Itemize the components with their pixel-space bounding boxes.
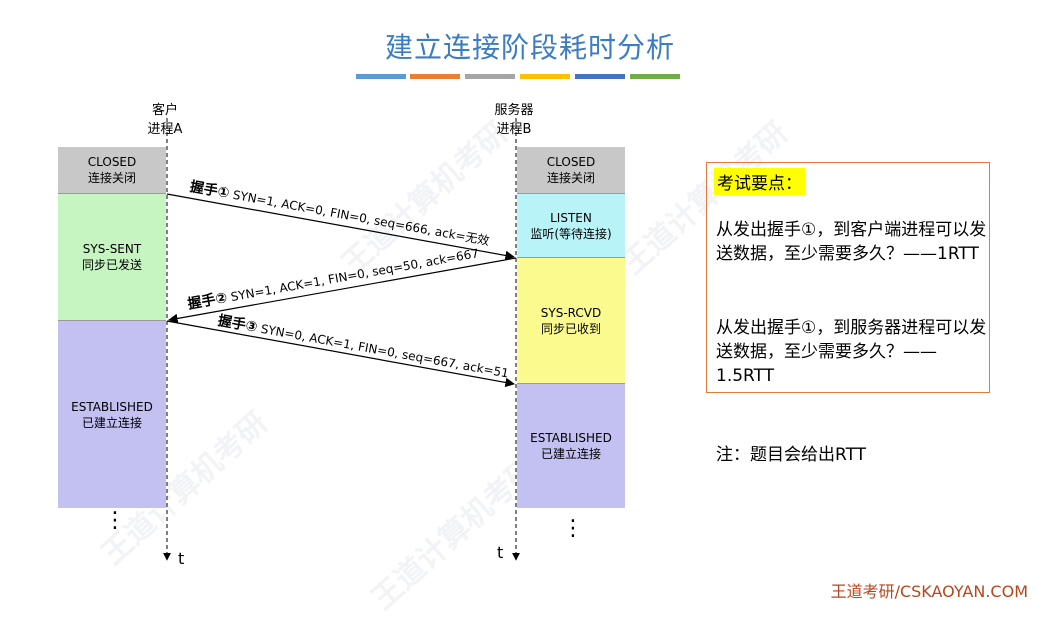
client-label: 客户 进程A bbox=[125, 101, 205, 139]
state-name: LISTEN bbox=[550, 210, 592, 225]
server-time-label: t bbox=[497, 543, 504, 562]
client-state-syn-sent: SYS-SENT 同步已发送 bbox=[58, 194, 166, 321]
state-desc: 已建立连接 bbox=[81, 415, 142, 430]
state-desc: 同步已收到 bbox=[540, 321, 601, 336]
state-name: CLOSED bbox=[546, 155, 596, 169]
color-bar-3 bbox=[465, 74, 515, 79]
server-label: 服务器 进程B bbox=[474, 101, 554, 139]
color-bar-6 bbox=[630, 74, 680, 79]
color-bar-4 bbox=[520, 74, 570, 79]
client-state-closed: CLOSED 连接关闭 bbox=[58, 147, 166, 194]
key-points-title: 考试要点： bbox=[714, 168, 805, 195]
server-state-established: ESTABLISHED 已建立连接 bbox=[517, 384, 625, 508]
color-bar-1 bbox=[356, 74, 406, 79]
server-state-listen: LISTEN 监听(等待连接) bbox=[517, 194, 625, 258]
state-desc: 连接关闭 bbox=[87, 171, 136, 185]
handshake-3-arrow bbox=[166, 320, 515, 388]
color-bar-2 bbox=[410, 74, 460, 79]
state-name: ESTABLISHED bbox=[530, 431, 612, 445]
state-name: SYS-SENT bbox=[82, 242, 142, 256]
client-ellipsis: ⋮ bbox=[104, 508, 126, 533]
state-name: SYS-RCVD bbox=[540, 305, 602, 320]
sequence-diagram-lines bbox=[163, 118, 520, 561]
server-state-syn-rcvd: SYS-RCVD 同步已收到 bbox=[517, 258, 625, 384]
footer-brand: 王道考研/CSKAOYAN.COM bbox=[830, 582, 1028, 601]
state-desc: 监听(等待连接) bbox=[530, 226, 612, 241]
server-ellipsis: ⋮ bbox=[562, 516, 584, 541]
client-time-label: t bbox=[178, 549, 185, 568]
note-text: 注：题目会给出RTT bbox=[716, 445, 867, 465]
handshake-2-arrow bbox=[168, 257, 517, 324]
state-desc: 已建立连接 bbox=[540, 447, 601, 461]
key-points-panel bbox=[706, 162, 990, 393]
state-name: ESTABLISHED bbox=[71, 399, 153, 414]
state-desc: 同步已发送 bbox=[81, 258, 142, 272]
client-state-established: ESTABLISHED 已建立连接 bbox=[58, 321, 166, 508]
client-label-line1: 客户 bbox=[151, 103, 178, 118]
state-desc: 连接关闭 bbox=[546, 171, 595, 185]
page-title: 建立连接阶段耗时分析 bbox=[384, 31, 675, 64]
key-point-question-1: 从发出握手①，到客户端进程可以发送数据，至少需要多久？——1RTT bbox=[716, 220, 987, 264]
server-label-line1: 服务器 bbox=[494, 103, 534, 118]
server-label-line2: 进程B bbox=[496, 122, 532, 137]
client-label-line2: 进程A bbox=[147, 122, 183, 137]
state-name: CLOSED bbox=[87, 155, 137, 169]
handshake-1-arrow bbox=[166, 193, 515, 261]
key-point-question-2: 从发出握手①，到服务器进程可以发送数据，至少需要多久？——1.5RTT bbox=[716, 318, 987, 386]
color-bar-5 bbox=[575, 74, 625, 79]
server-state-closed: CLOSED 连接关闭 bbox=[517, 147, 625, 194]
